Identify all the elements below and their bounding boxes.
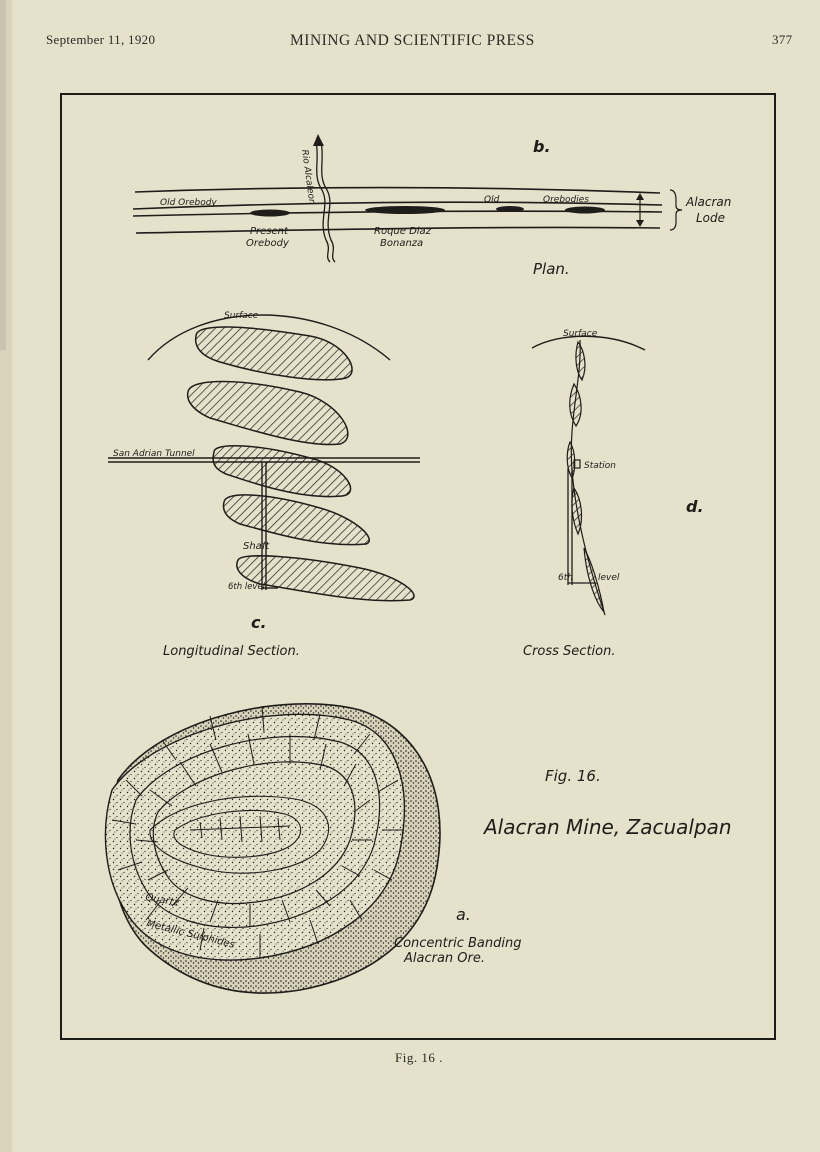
bonanza-orebody (365, 206, 445, 214)
longitudinal-section-title: Longitudinal Section. (163, 644, 300, 659)
panel-a-letter: a. (456, 905, 471, 924)
old-orebodies-label-2: Orebodies (543, 195, 589, 205)
bonanza-label-1: Roque Diaz (374, 226, 432, 237)
lode-brace (670, 190, 682, 230)
lode-line-1 (135, 188, 660, 193)
orebody-lens (237, 556, 414, 601)
orebody-lens (188, 382, 348, 445)
present-orebody-label-1: Present (250, 226, 289, 237)
cross-section: Surface Station 6th level d. Cross Secti… (523, 329, 704, 659)
river-line (316, 142, 330, 262)
surface-label: Surface (224, 311, 259, 321)
banding-caption-2: Alacran Ore. (403, 951, 485, 966)
longitudinal-section: Surface San Adrian Tunnel Shaft 6th leve… (108, 311, 420, 659)
present-orebody (250, 210, 290, 217)
panel-b-letter: b. (533, 137, 551, 156)
panel-c-letter: c. (251, 613, 267, 632)
old-orebody-label: Old Orebody (160, 198, 217, 208)
plan-label: Plan. (533, 260, 570, 278)
orebody-lens (196, 327, 352, 380)
ore-specimen-drawing: Quartz Metallic Sulphides a. Concentric … (105, 704, 521, 993)
orebody-lens (213, 446, 350, 497)
lode-label-1: Alacran (685, 195, 731, 209)
level-label-2: level (598, 573, 620, 583)
river-label: Rio Alcaleon (299, 149, 317, 206)
shaft-label: Shaft (243, 541, 270, 552)
cross-section-title: Cross Section. (523, 644, 616, 659)
old-orebody-lens (565, 207, 605, 214)
tunnel-label: San Adrian Tunnel (113, 449, 195, 459)
old-orebody-lens (496, 206, 524, 212)
vein-lens (570, 384, 581, 426)
river-arrow-icon (313, 134, 324, 146)
banding-caption-1: Concentric Banding (394, 936, 521, 951)
present-orebody-label-2: Orebody (246, 238, 290, 249)
panel-d-letter: d. (686, 497, 704, 516)
level-label-1: 6th (558, 573, 573, 583)
fig-title: Alacran Mine, Zacualpan (482, 815, 732, 839)
lode-label-2: Lode (696, 211, 725, 225)
fig-label: Fig. 16. (545, 767, 601, 785)
surface-label: Surface (563, 329, 598, 339)
figure-caption: Fig. 16 . (395, 1050, 443, 1066)
bonanza-label-2: Bonanza (380, 238, 423, 249)
plan-diagram: b. Rio Alcaleon Old Orebody Old Orebodie… (133, 134, 731, 278)
old-orebodies-label-1: Old (484, 195, 500, 205)
station-label: Station (584, 461, 616, 471)
orebody-lens (224, 495, 370, 545)
level-label: 6th level (228, 582, 266, 592)
